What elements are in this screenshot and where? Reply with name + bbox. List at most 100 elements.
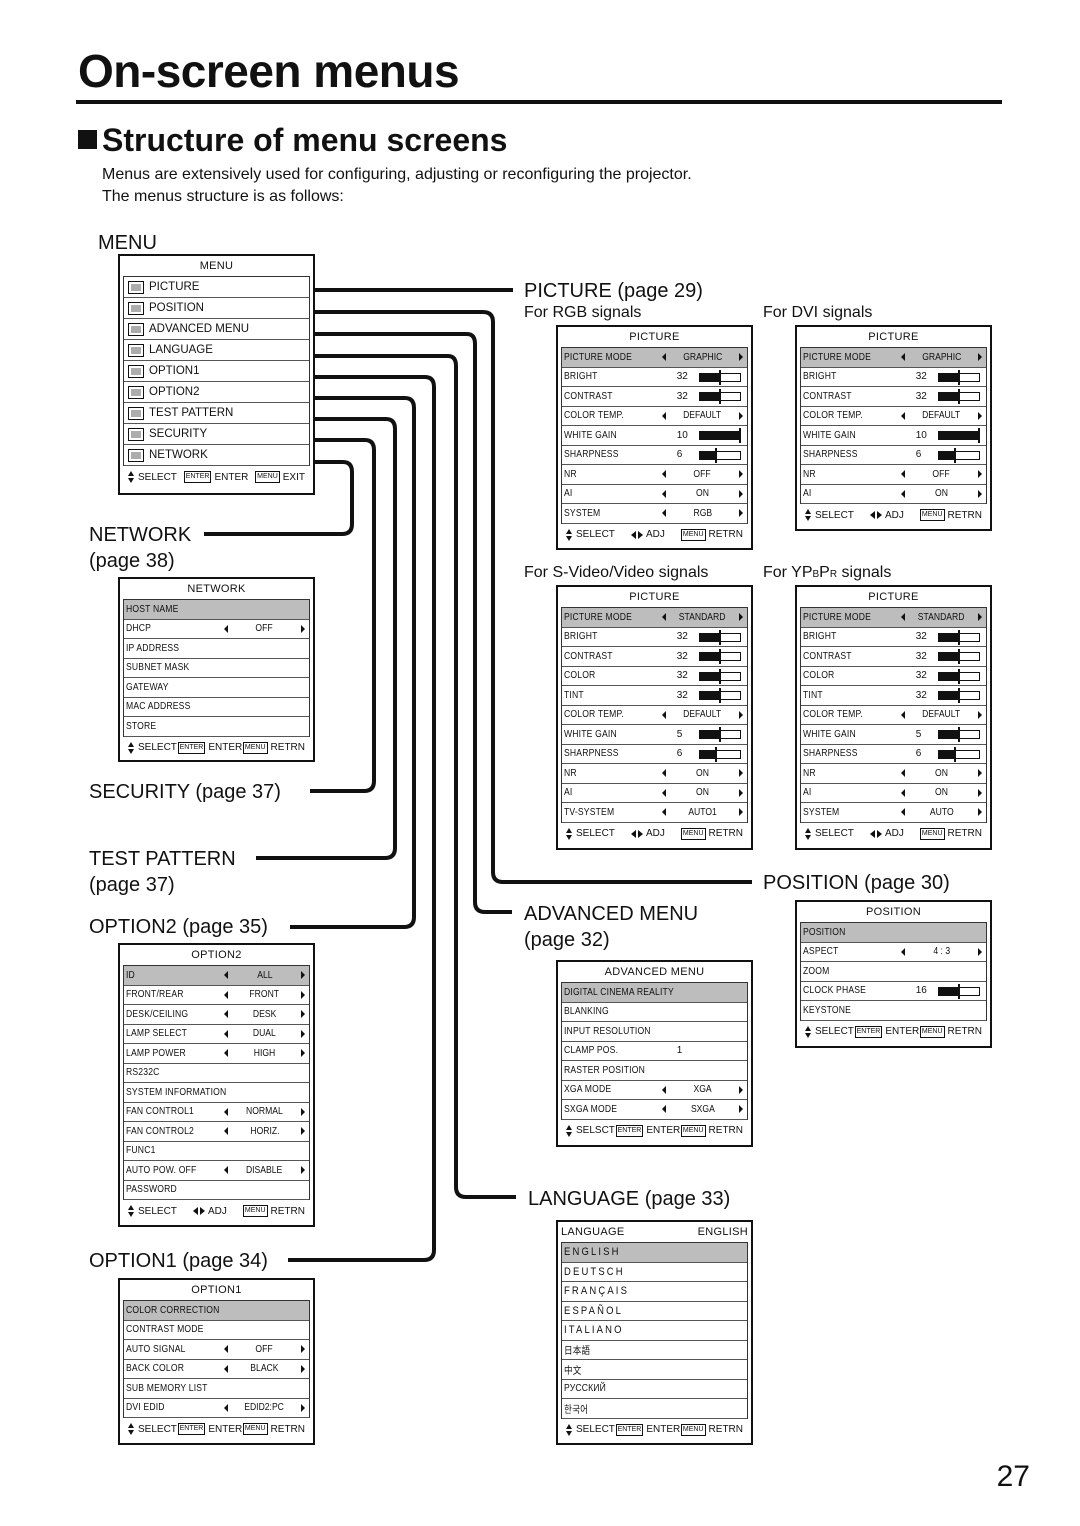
slider-bar[interactable] <box>937 447 980 463</box>
slider-bar[interactable] <box>937 668 980 684</box>
menu-row-ip-address[interactable]: IP ADDRESS <box>124 639 309 659</box>
slider-bar[interactable] <box>937 649 980 665</box>
menu-item-position[interactable]: POSITION <box>124 298 309 319</box>
menu-row-gateway[interactable]: GATEWAY <box>124 678 309 698</box>
menu-row-input-resolution[interactable]: INPUT RESOLUTION <box>562 1022 747 1042</box>
menu-row-clamp-pos[interactable]: CLAMP POS.1 <box>562 1042 747 1061</box>
menu-row-password[interactable]: PASSWORD <box>124 1181 309 1200</box>
menu-row-store[interactable]: STORE <box>124 717 309 737</box>
menu-row-color-temp[interactable]: COLOR TEMP.DEFAULT <box>562 407 747 426</box>
menu-item-advanced-menu[interactable]: ADVANCED MENU <box>124 319 309 340</box>
menu-item-language[interactable]: LANGUAGE <box>124 340 309 361</box>
slider-bar[interactable] <box>698 688 741 704</box>
menu-item-option2[interactable]: OPTION2 <box>124 382 309 403</box>
menu-row-item[interactable]: 한국어 <box>562 1399 747 1419</box>
menu-row-system-information[interactable]: SYSTEM INFORMATION <box>124 1083 309 1103</box>
menu-row-english[interactable]: ENGLISH <box>562 1243 747 1263</box>
slider-bar[interactable] <box>937 389 980 405</box>
menu-row-color-temp[interactable]: COLOR TEMP.DEFAULT <box>562 706 747 725</box>
menu-row-item[interactable]: 日本語 <box>562 1341 747 1360</box>
slider-bar[interactable] <box>937 688 980 704</box>
menu-row-digital-cinema-reality[interactable]: DIGITAL CINEMA REALITY <box>562 983 747 1003</box>
slider-bar[interactable] <box>937 428 980 444</box>
slider-bar[interactable] <box>937 629 980 645</box>
menu-row-mac-address[interactable]: MAC ADDRESS <box>124 698 309 717</box>
menu-item-security[interactable]: SECURITY <box>124 424 309 445</box>
slider-bar[interactable] <box>698 727 741 743</box>
menu-row-color-temp[interactable]: COLOR TEMP.DEFAULT <box>801 706 986 725</box>
menu-row-host-name[interactable]: HOST NAME <box>124 600 309 620</box>
menu-item-network[interactable]: NETWORK <box>124 445 309 466</box>
menu-row-espa-ol[interactable]: ESPAÑOL <box>562 1302 747 1321</box>
menu-row-keystone[interactable]: KEYSTONE <box>801 1001 986 1021</box>
menu-row-position[interactable]: POSITION <box>801 923 986 943</box>
menu-row-blanking[interactable]: BLANKING <box>562 1003 747 1022</box>
slider-bar[interactable] <box>937 746 980 762</box>
menu-row-rs232c[interactable]: RS232C <box>124 1064 309 1083</box>
menu-item-option1[interactable]: OPTION1 <box>124 361 309 382</box>
slider-bar[interactable] <box>937 727 980 743</box>
menu-row-fran-ais[interactable]: FRANÇAIS <box>562 1282 747 1302</box>
menu-item-picture[interactable]: PICTURE <box>124 277 309 298</box>
slider-bar[interactable] <box>698 649 741 665</box>
slider-bar[interactable] <box>937 369 980 385</box>
menu-row-item[interactable]: 中文 <box>562 1360 747 1380</box>
menu-row-color-temp[interactable]: COLOR TEMP.DEFAULT <box>801 407 986 426</box>
menu-item-test-pattern[interactable]: TEST PATTERN <box>124 403 309 424</box>
menu-row-deutsch[interactable]: DEUTSCH <box>562 1263 747 1282</box>
menu-row-color-correction[interactable]: COLOR CORRECTION <box>124 1301 309 1321</box>
slider-bar[interactable] <box>698 389 741 405</box>
menu-row-raster-position[interactable]: RASTER POSITION <box>562 1061 747 1081</box>
menu-row-sub-memory-list[interactable]: SUB MEMORY LIST <box>124 1379 309 1399</box>
slider-bar[interactable] <box>937 983 980 999</box>
menu-row-func1[interactable]: FUNC1 <box>124 1142 309 1161</box>
slider-bar[interactable] <box>698 428 741 444</box>
slider-bar[interactable] <box>698 746 741 762</box>
menu-row-zoom[interactable]: ZOOM <box>801 962 986 982</box>
slider-bar[interactable] <box>698 369 741 385</box>
menu-row-italiano[interactable]: ITALIANO <box>562 1321 747 1341</box>
menu-row-contrast-mode[interactable]: CONTRAST MODE <box>124 1321 309 1340</box>
menu-row-subnet-mask[interactable]: SUBNET MASK <box>124 659 309 678</box>
